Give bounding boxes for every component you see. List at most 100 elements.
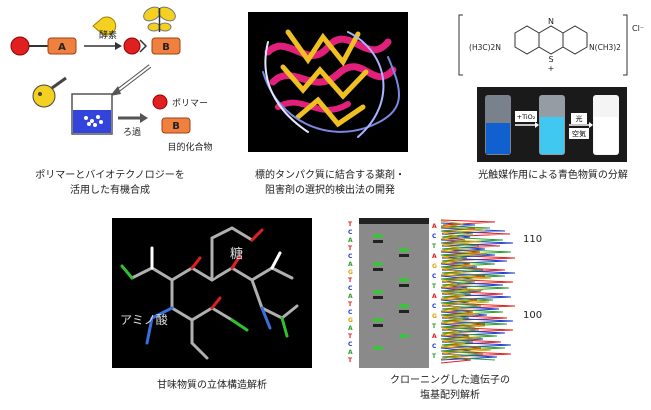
svg-text:C: C bbox=[348, 285, 353, 292]
svg-text:C: C bbox=[348, 341, 353, 348]
gel-image bbox=[359, 218, 429, 368]
svg-text:C: C bbox=[348, 229, 353, 236]
svg-text:C: C bbox=[432, 343, 437, 350]
svg-text:C: C bbox=[348, 253, 353, 260]
enzyme-icon bbox=[92, 16, 117, 36]
cleavage-mark bbox=[139, 39, 148, 53]
butterfly-enzyme-icon bbox=[143, 6, 176, 32]
caption-organic-synthesis: ポリマーとバイオテクノロジーを 活用した有機合成 bbox=[10, 168, 210, 198]
svg-text:C: C bbox=[432, 303, 437, 310]
svg-text:A: A bbox=[432, 293, 437, 300]
reaction-arrow-head bbox=[115, 42, 122, 50]
svg-text:A: A bbox=[348, 325, 353, 332]
chromatogram-traces bbox=[440, 219, 516, 364]
svg-text:T: T bbox=[348, 277, 353, 284]
target-b-box bbox=[161, 117, 191, 134]
flask-icon bbox=[32, 76, 67, 108]
sequencing-gel-and-trace: TC AT CA GT CA TC GA TC AT AC bbox=[348, 218, 542, 368]
base-call-column: TC AT CA GT CA TC GA TC AT bbox=[348, 221, 353, 364]
svg-text:G: G bbox=[348, 317, 353, 324]
enzyme-label: 酵素 bbox=[99, 29, 117, 41]
svg-text:T: T bbox=[432, 323, 437, 330]
svg-text:G: G bbox=[348, 269, 353, 276]
beaker-icon bbox=[71, 93, 113, 135]
caption-sweetener: 甘味物質の立体構造解析 bbox=[112, 378, 312, 393]
polymer-bead-icon bbox=[10, 36, 30, 56]
sweetener-structure-image: 糖 アミノ酸 bbox=[112, 218, 312, 368]
svg-text:A: A bbox=[432, 223, 437, 230]
vials-illustration: +TiO₂ 光 空気 bbox=[485, 95, 619, 155]
caption-line: 甘味物質の立体構造解析 bbox=[157, 380, 267, 391]
protein-structure-image bbox=[248, 12, 408, 152]
svg-text:T: T bbox=[432, 283, 437, 290]
position-100-label: 100 bbox=[523, 310, 542, 321]
left-amine-label: (H3C)2N bbox=[469, 43, 501, 52]
positive-charge-label: + bbox=[548, 64, 555, 73]
bond-sticks bbox=[120, 226, 299, 360]
svg-text:C: C bbox=[432, 273, 437, 280]
vial-liquid-white bbox=[594, 117, 618, 154]
svg-text:G: G bbox=[432, 313, 437, 320]
caption-line: 標的タンパク質に結合する薬剤・ bbox=[255, 170, 405, 181]
svg-text:A: A bbox=[348, 293, 353, 300]
position-110-label: 110 bbox=[523, 234, 542, 245]
polymer-bead-icon-2 bbox=[123, 37, 141, 55]
protein-ribbon-diagram bbox=[262, 29, 400, 138]
caption-photocatalysis: 光触媒作用による青色物質の分解 bbox=[455, 168, 651, 183]
light-label: 光 bbox=[576, 114, 583, 123]
svg-text:A: A bbox=[348, 237, 353, 244]
caption-drug-detection: 標的タンパク質に結合する薬剤・ 阻害剤の選択的検出法の開発 bbox=[230, 168, 430, 198]
phenothiazine-rings bbox=[514, 25, 588, 55]
gel-bands bbox=[373, 234, 409, 350]
svg-text:G: G bbox=[432, 263, 437, 270]
vials-photo: +TiO₂ 光 空気 bbox=[477, 87, 627, 162]
caption-gene-sequencing: クローニングした遺伝子の 塩基配列解析 bbox=[345, 373, 555, 403]
amino-acid-label: アミノ酸 bbox=[120, 312, 168, 327]
caption-line: 光触媒作用による青色物質の分解 bbox=[478, 170, 628, 181]
right-amine-label: N(CH3)2 bbox=[589, 43, 621, 52]
substrate-a-box bbox=[47, 37, 77, 55]
svg-text:T: T bbox=[432, 353, 437, 360]
caption-line: 塩基配列解析 bbox=[420, 390, 480, 401]
vial-liquid-blue bbox=[486, 123, 510, 154]
product-b-label: B bbox=[162, 42, 170, 53]
bracket-left bbox=[458, 14, 463, 76]
caption-line: ポリマーとバイオテクノロジーを bbox=[35, 170, 185, 181]
svg-text:C: C bbox=[348, 309, 353, 316]
product-b-box bbox=[151, 37, 181, 55]
target-compound-label: 目的化合物 bbox=[167, 141, 212, 153]
svg-text:T: T bbox=[348, 301, 353, 308]
svg-text:T: T bbox=[348, 333, 353, 340]
chloride-label: Cl⁻ bbox=[632, 24, 644, 33]
tio2-label: +TiO₂ bbox=[517, 113, 536, 121]
caption-line: クローニングした遺伝子の bbox=[390, 375, 510, 386]
air-label: 空気 bbox=[572, 129, 586, 138]
ring-sulfur-label: S bbox=[548, 55, 553, 64]
svg-text:A: A bbox=[348, 261, 353, 268]
vial-liquid-cyan bbox=[540, 117, 564, 154]
svg-text:A: A bbox=[432, 333, 437, 340]
filtration-label: ろ過 bbox=[123, 127, 141, 138]
molecule-stick-model: 糖 アミノ酸 bbox=[120, 226, 299, 360]
caption-line: 活用した有機合成 bbox=[70, 185, 150, 196]
organic-synthesis-panel: A 酵素 B bbox=[0, 0, 220, 160]
trace-base-column: AC TA GC TA CG TA CT bbox=[432, 223, 437, 360]
substrate-a-label: A bbox=[58, 42, 66, 53]
photocatalysis-panel: N S + (H3C)2N N(CH3)2 Cl⁻ +TiO₂ 光 bbox=[455, 5, 651, 165]
svg-text:T: T bbox=[348, 221, 353, 228]
caption-line: 阻害剤の選択的検出法の開発 bbox=[265, 185, 395, 196]
recovered-polymer-icon bbox=[152, 94, 168, 110]
ring-nitrogen-label: N bbox=[548, 17, 554, 26]
svg-text:T: T bbox=[348, 357, 353, 364]
methylene-blue-structure: N S + (H3C)2N N(CH3)2 Cl⁻ bbox=[458, 14, 644, 76]
polymer-label: ポリマー bbox=[172, 98, 208, 109]
sugar-label: 糖 bbox=[230, 246, 243, 262]
svg-text:A: A bbox=[432, 253, 437, 260]
organic-synthesis-diagram: A 酵素 B bbox=[10, 6, 213, 153]
svg-text:C: C bbox=[432, 233, 437, 240]
svg-text:T: T bbox=[348, 245, 353, 252]
svg-text:A: A bbox=[348, 349, 353, 356]
target-b-label: B bbox=[172, 121, 180, 132]
svg-text:T: T bbox=[432, 243, 437, 250]
